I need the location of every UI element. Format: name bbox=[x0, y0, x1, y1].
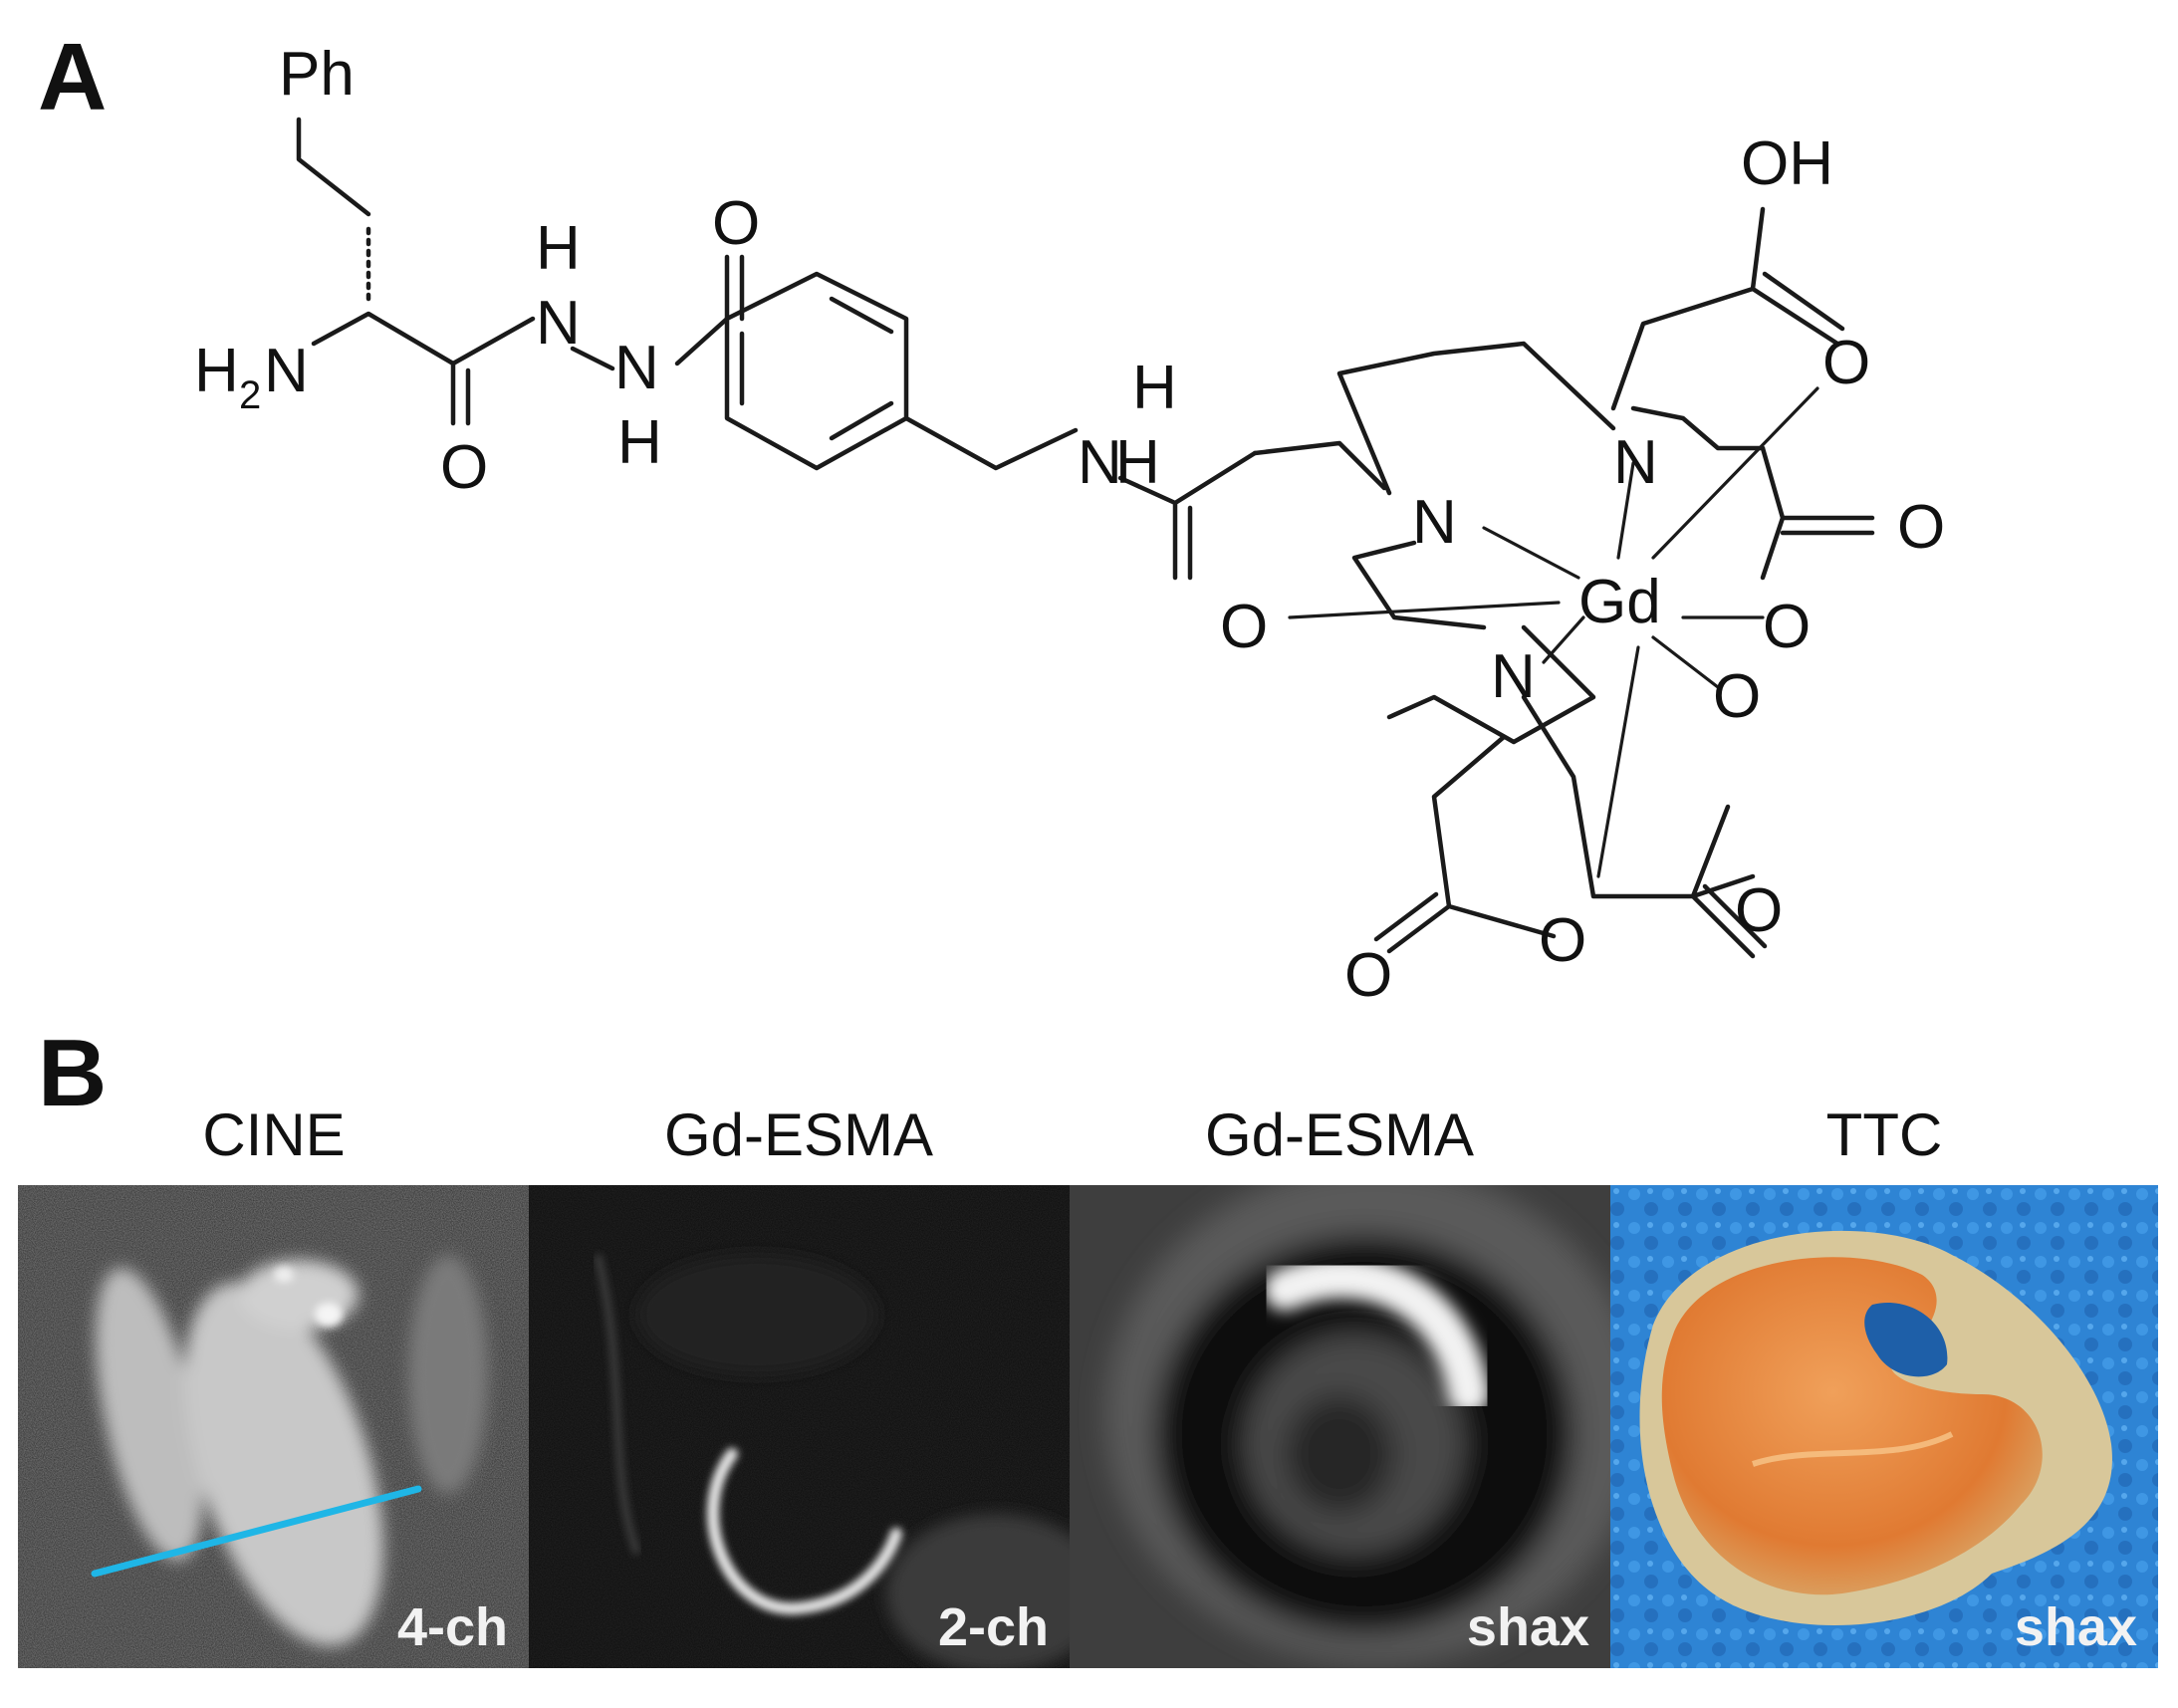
atom-nh-bot-h: H bbox=[617, 408, 662, 477]
atom-ph: Ph bbox=[279, 40, 355, 109]
panel-title-gd-esma-2ch: Gd-ESMA bbox=[664, 1101, 933, 1168]
short-axis-line bbox=[91, 1485, 422, 1578]
bond-hydrazide bbox=[450, 316, 730, 371]
benzene-inner bbox=[739, 296, 894, 441]
cyclen-ring bbox=[1336, 341, 1616, 745]
atom-h2n-n: N bbox=[264, 337, 309, 405]
atom-oh: OH bbox=[1741, 129, 1833, 198]
atom-o-lower-right: O bbox=[1735, 876, 1783, 945]
bond-carboxyl-right bbox=[1760, 445, 1875, 581]
atom-h2n-sub: 2 bbox=[239, 373, 261, 417]
atom-ring-n-top: N bbox=[1613, 428, 1658, 497]
bond-carboxyl-top bbox=[1610, 206, 1845, 411]
gd-esma-structure: Ph H 2 N O H N N H O H N H O N N N Gd OH… bbox=[194, 40, 1945, 1010]
bond-arm-top bbox=[1630, 405, 1766, 451]
atom-o-top: O bbox=[1822, 329, 1870, 397]
bond-arm-bottom bbox=[1521, 694, 1756, 899]
atom-amide-o: O bbox=[440, 433, 488, 502]
bond-carbonyl bbox=[724, 254, 745, 322]
atom-carbonyl-o: O bbox=[712, 189, 760, 258]
atom-benzyl-n-h: H bbox=[1115, 428, 1160, 497]
gd-esma-shax-image bbox=[1070, 1185, 1610, 1668]
atom-nh-top-h: H bbox=[536, 214, 581, 283]
atom-ring-n-left: N bbox=[1412, 488, 1457, 557]
cine-4ch-image bbox=[18, 1185, 529, 1668]
bond-benzyl bbox=[903, 415, 1079, 471]
bond-to-ring bbox=[1252, 440, 1387, 491]
view-label-2ch: 2-ch bbox=[938, 1597, 1049, 1657]
view-label-4ch: 4-ch bbox=[397, 1597, 508, 1657]
atom-nh-bot-n: N bbox=[614, 334, 659, 402]
panel-title-gd-esma-shax: Gd-ESMA bbox=[1205, 1101, 1474, 1168]
view-label-shax-ttc: shax bbox=[2015, 1597, 2137, 1657]
ttc-shax-image bbox=[1610, 1185, 2158, 1668]
bond-amide2 bbox=[1117, 450, 1258, 581]
bond-carboxyl-bottom bbox=[1373, 734, 1557, 954]
atom-o-right: O bbox=[1897, 493, 1945, 562]
atom-amide2-o: O bbox=[1220, 593, 1268, 661]
atom-benzyl-h: H bbox=[1132, 354, 1177, 422]
bond-alpha bbox=[311, 311, 456, 366]
gd-esma-2ch-image bbox=[529, 1185, 1070, 1668]
panel-b-letter: B bbox=[38, 1020, 107, 1126]
atom-h2n-h: H bbox=[194, 337, 239, 405]
panel-a-letter: A bbox=[38, 24, 107, 130]
atom-nh-top-n: N bbox=[536, 289, 581, 358]
gd-coordination bbox=[1288, 386, 1819, 878]
atom-ring-n-bottom: N bbox=[1491, 642, 1536, 711]
view-label-shax-mri: shax bbox=[1467, 1597, 1589, 1657]
panel-title-cine: CINE bbox=[202, 1101, 345, 1168]
atom-gd: Gd bbox=[1578, 568, 1661, 636]
atom-o-bottom-left: O bbox=[1344, 941, 1392, 1010]
bond-phenethyl bbox=[296, 117, 371, 217]
atom-o-lower: O bbox=[1713, 662, 1761, 731]
bond-carboxyl-lower bbox=[1690, 804, 1768, 959]
panel-title-ttc: TTC bbox=[1826, 1101, 1943, 1168]
atom-benzyl-n: N bbox=[1078, 428, 1122, 497]
bond-amide-co bbox=[450, 361, 471, 426]
atom-o-bottom: O bbox=[1539, 906, 1586, 975]
atom-o-mid: O bbox=[1763, 593, 1811, 661]
benzene-ring bbox=[724, 271, 909, 471]
